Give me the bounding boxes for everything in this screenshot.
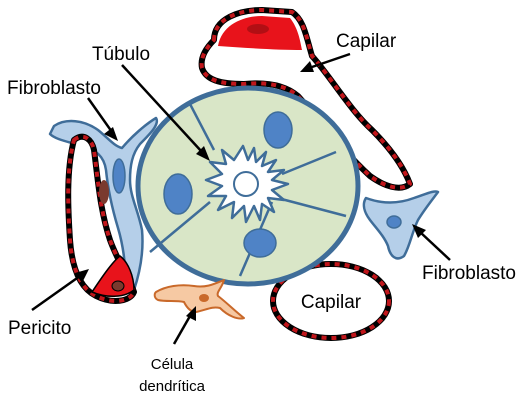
label-fibroblasto-right: Fibroblasto — [422, 263, 516, 284]
fibroblast-right — [364, 191, 438, 258]
tubule-lumen — [234, 172, 258, 196]
label-celula: Célula — [151, 356, 194, 373]
label-tubulo: Túbulo — [92, 44, 150, 65]
arrow-celula-dendritica — [174, 306, 196, 344]
tubule-nucleus — [164, 174, 192, 214]
arrow-fibroblasto-right — [412, 224, 450, 260]
dendritic-cell-nucleus — [199, 294, 209, 302]
label-dendritica: dendrítica — [139, 378, 206, 395]
tubule-nucleus — [264, 112, 292, 148]
label-capilar-bottom: Capilar — [301, 292, 362, 313]
label-fibroblasto-left: Fibroblasto — [7, 78, 101, 99]
pericyte-inner-nucleus — [99, 180, 109, 204]
label-pericito: Pericito — [8, 318, 71, 339]
fibroblast-right-nucleus — [387, 216, 401, 228]
fibroblast-left-nucleus — [113, 159, 125, 193]
dendritic-cell — [155, 280, 244, 319]
red-blood-cell-top-center — [247, 24, 269, 34]
pericyte-nucleus — [112, 281, 124, 291]
tubule-nucleus — [244, 229, 276, 257]
label-capilar-top: Capilar — [336, 31, 397, 52]
arrow-pericito — [32, 269, 89, 310]
